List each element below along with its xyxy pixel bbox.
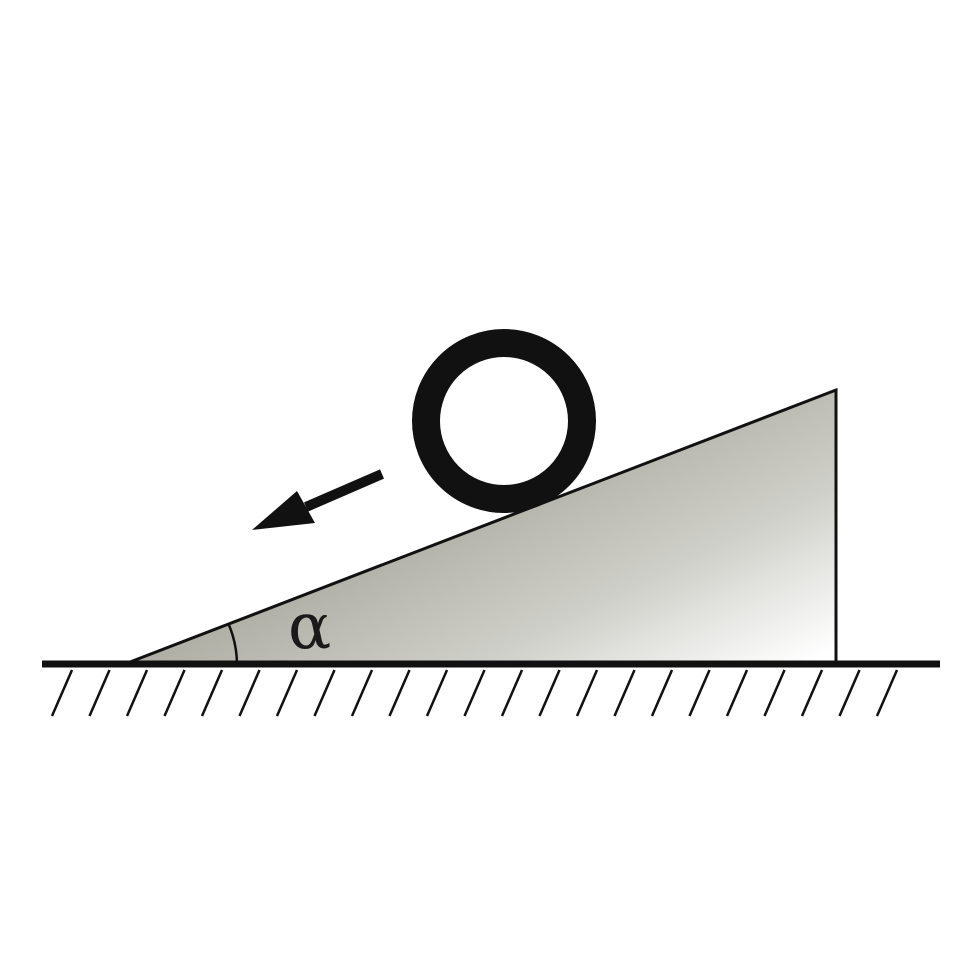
ground-hatch-stroke [200, 669, 224, 717]
ground-hatch-stroke [688, 669, 711, 717]
inclined-plane-wedge [129, 387, 838, 664]
ground-hatch-stroke [125, 669, 149, 717]
ground-hatch-stroke [238, 669, 261, 717]
ground-hatch-stroke [725, 669, 749, 717]
ground-hatch-stroke [838, 669, 861, 717]
ground-hatch-stroke [575, 669, 599, 717]
ground-hatch-stroke [800, 669, 824, 717]
ground-hatch-stroke [425, 669, 449, 717]
ground-hatch-stroke [388, 669, 411, 717]
rolling-ring [412, 329, 596, 513]
ground-hatch-stroke [163, 669, 186, 717]
ground-hatch-stroke [613, 669, 636, 717]
ground-hatch-stroke [500, 669, 524, 717]
ground-hatch-stroke [875, 669, 899, 717]
ground-hatch-stroke [50, 669, 74, 717]
ground-hatch-stroke [350, 669, 374, 717]
ground-hatch-stroke [463, 669, 486, 717]
ground-hatch-stroke [88, 669, 111, 717]
arrow-down-left-icon [252, 469, 384, 530]
ground-hatch-stroke [650, 669, 674, 717]
ground-hatch-stroke [313, 669, 336, 717]
ground-hatching [50, 669, 899, 717]
ground-hatch-stroke [275, 669, 299, 717]
ground-hatch-stroke [763, 669, 786, 717]
ground-hatch-stroke [538, 669, 561, 717]
angle-arc [227, 623, 239, 665]
angle-label: α [288, 590, 331, 664]
